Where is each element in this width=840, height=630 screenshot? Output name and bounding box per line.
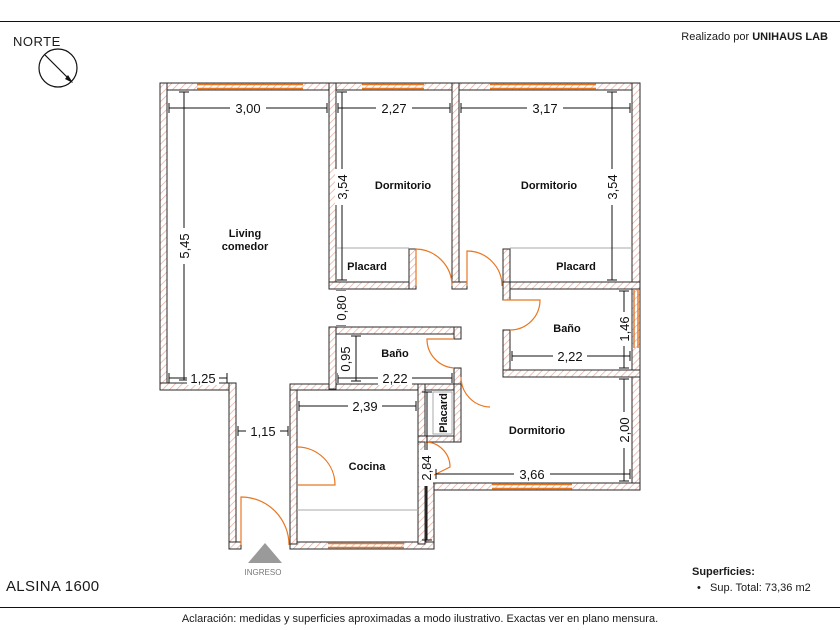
room-labels: Living comedor Dormitorio Dormitorio Dor… xyxy=(222,180,596,473)
dim-kitchen-width: 2,39 xyxy=(352,399,377,414)
room-label-placard-1: Placard xyxy=(347,261,387,273)
dim-living-bottom: 1,25 xyxy=(190,371,215,386)
dim-dorm3-height: 2,00 xyxy=(617,417,632,442)
dim-bath1-width: 2,22 xyxy=(382,371,407,386)
fixtures xyxy=(297,247,632,511)
dim-dorm3-width: 3,66 xyxy=(519,467,544,482)
north-label: NORTE xyxy=(13,34,61,49)
credit-prefix: Realizado por xyxy=(681,31,750,43)
compass-icon xyxy=(38,48,78,88)
room-label-living: Living xyxy=(229,228,261,240)
disclaimer: Aclaración: medidas y superficies aproxi… xyxy=(181,613,659,625)
room-label-bath-2: Baño xyxy=(553,323,581,335)
address: ALSINA 1600 xyxy=(6,578,100,595)
surface-total-value: Sup. Total: 73,36 m2 xyxy=(710,582,811,594)
dim-kitchen-height: 2,84 xyxy=(419,455,434,480)
room-label-placard-2: Placard xyxy=(556,261,596,273)
dim-hall-height: 0,80 xyxy=(334,295,349,320)
dimension-lines xyxy=(168,91,631,541)
dim-dorm1-height: 3,54 xyxy=(335,174,350,199)
dimension-labels: 3,00 2,27 3,17 5,45 1,25 1,15 3,54 3,54 … xyxy=(177,101,632,486)
credit-brand: UNIHAUS LAB xyxy=(752,31,828,43)
room-label-dorm-2: Dormitorio xyxy=(521,180,578,192)
dim-dorm2-height: 3,54 xyxy=(605,174,620,199)
entrance-label: INGRESO xyxy=(245,568,282,577)
credit-text: Realizado por UNIHAUS LAB xyxy=(681,31,828,43)
room-label-bath-1: Baño xyxy=(381,348,409,360)
surface-total: • Sup. Total: 73,36 m2 xyxy=(697,582,811,594)
room-label-placard-3: Placard xyxy=(438,393,450,433)
footer-divider xyxy=(0,607,840,608)
dim-bath2-height: 1,46 xyxy=(617,316,632,341)
surfaces-title: Superficies: xyxy=(692,566,755,578)
dim-bath1-height: 0,95 xyxy=(338,346,353,371)
room-label-dorm-1: Dormitorio xyxy=(375,180,432,192)
windows xyxy=(197,83,639,549)
dim-living-width: 3,00 xyxy=(235,101,260,116)
room-label-comedor: comedor xyxy=(222,241,269,253)
dim-bath2-width: 2,22 xyxy=(557,349,582,364)
dim-living-height: 5,45 xyxy=(177,233,192,258)
walls xyxy=(159,82,641,550)
room-label-dorm-3: Dormitorio xyxy=(509,425,566,437)
entrance-arrow-icon xyxy=(248,543,282,563)
dim-dorm2-width: 3,17 xyxy=(532,101,557,116)
dim-dorm1-width: 2,27 xyxy=(381,101,406,116)
doors xyxy=(240,248,541,546)
room-label-kitchen: Cocina xyxy=(349,461,387,473)
header-divider xyxy=(0,21,840,22)
dim-entry-width: 1,15 xyxy=(250,424,275,439)
entrance-marker: INGRESO xyxy=(245,543,282,577)
